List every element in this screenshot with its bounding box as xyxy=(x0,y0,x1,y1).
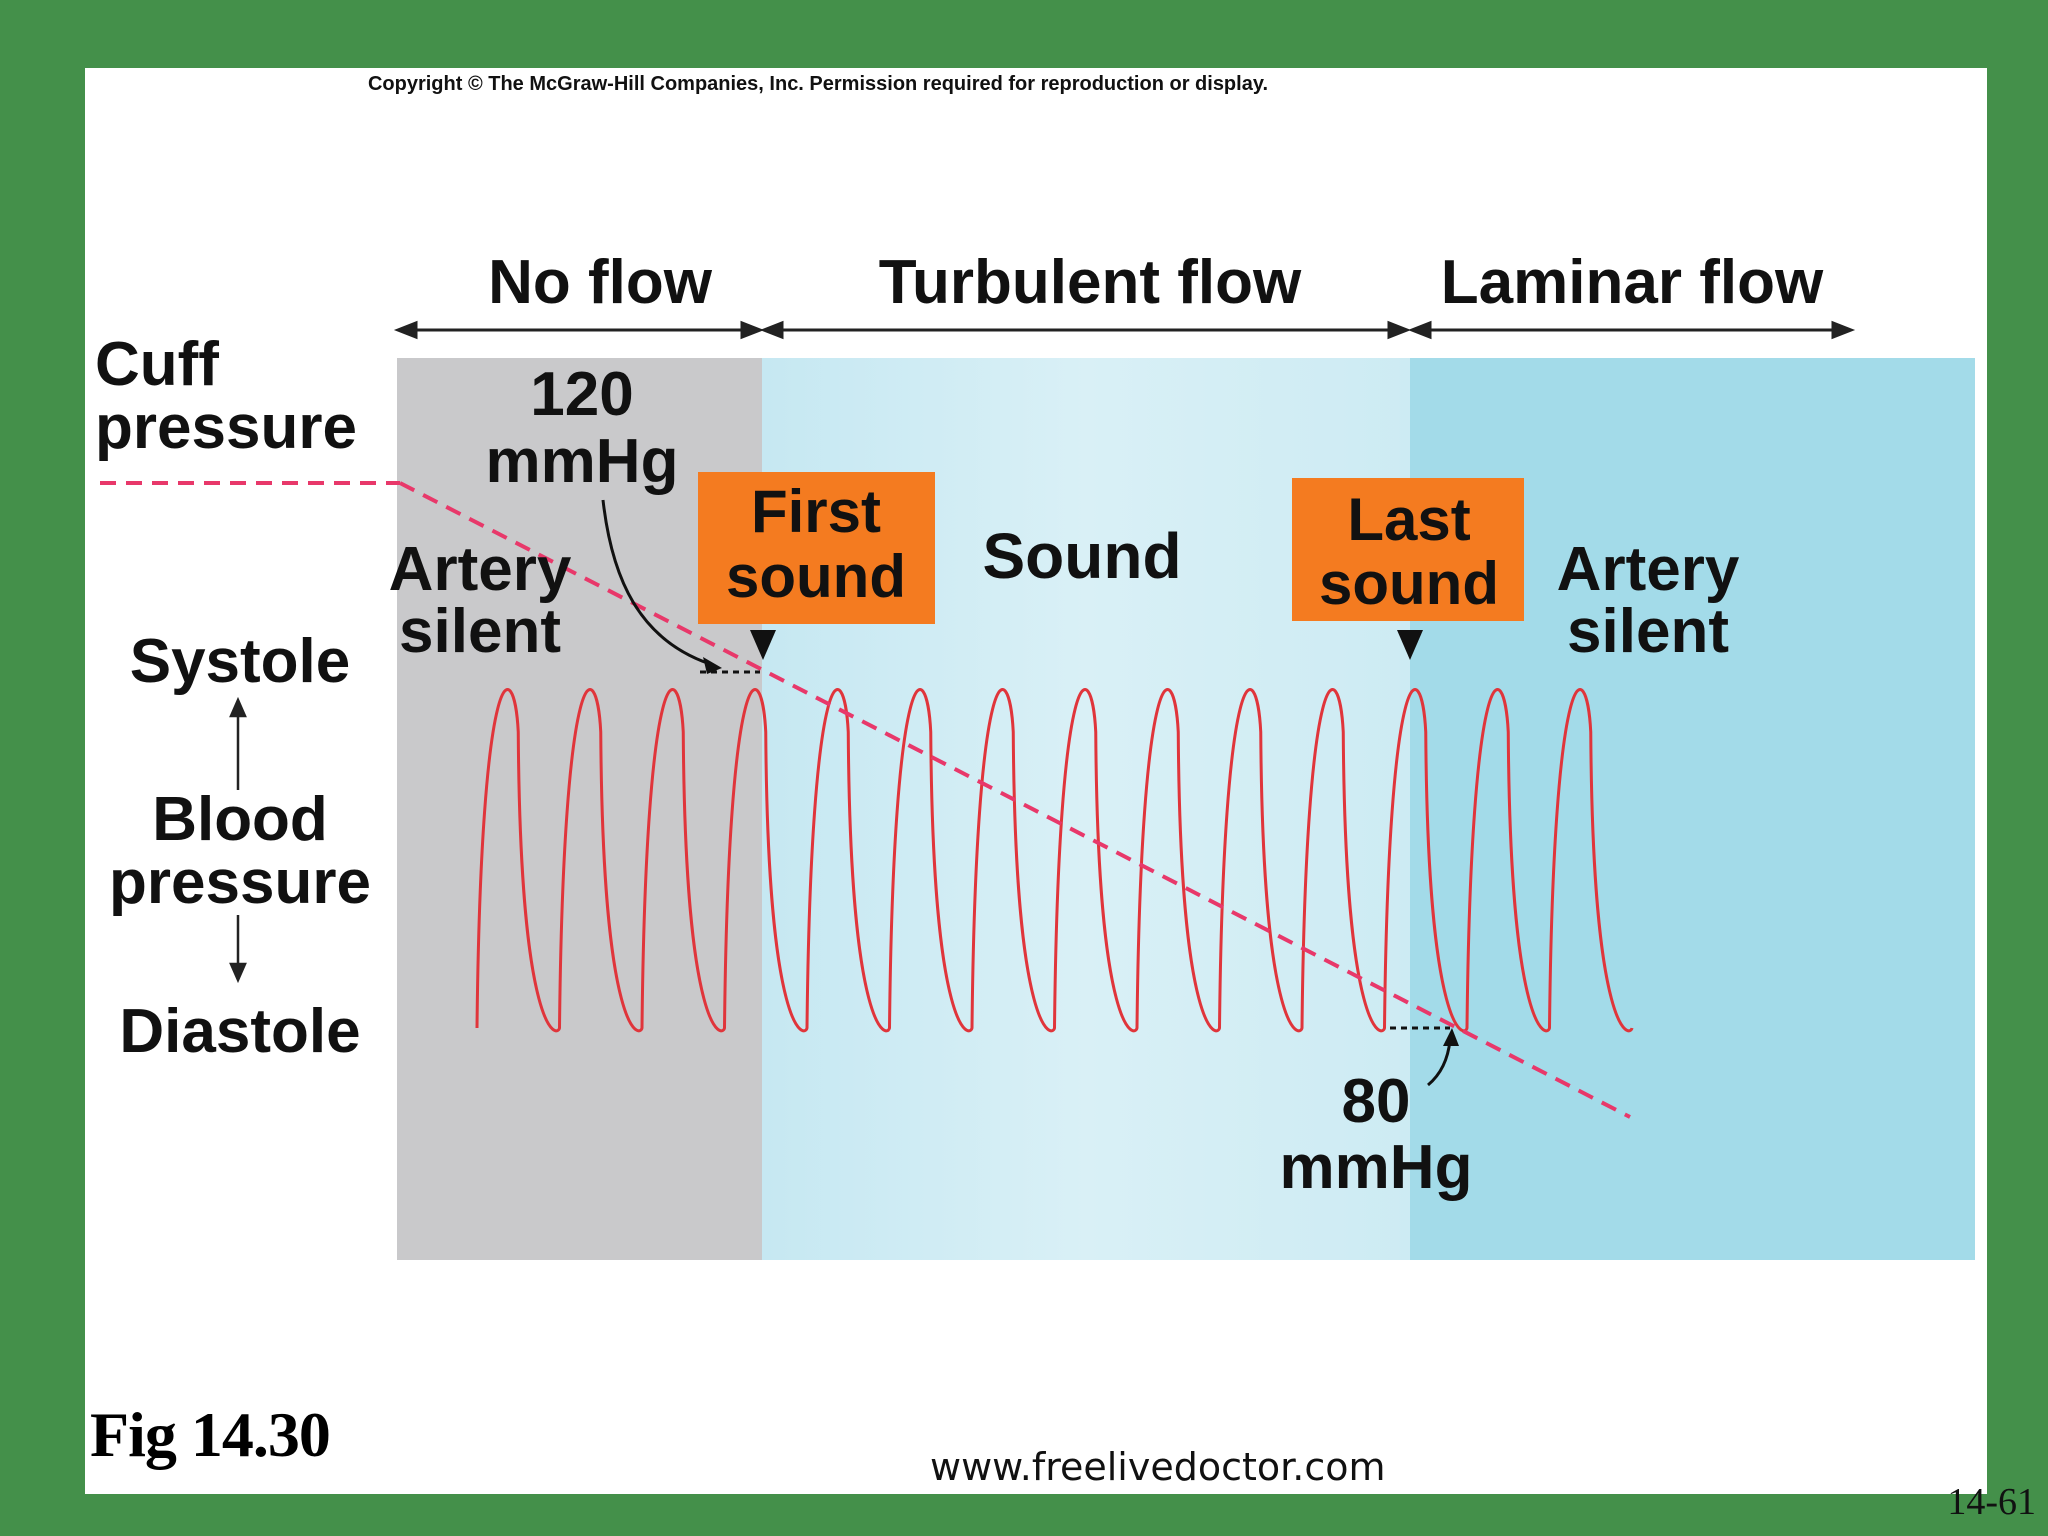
first-sound-callout xyxy=(698,472,935,624)
no-flow-label: No flow xyxy=(488,248,713,317)
systole-label: Systole xyxy=(130,627,351,696)
artery-silent-left-line1: Artery xyxy=(389,535,572,604)
first-sound-line1: First xyxy=(751,478,881,545)
artery-silent-right-line1: Artery xyxy=(1557,535,1740,604)
artery-silent-right-line2: silent xyxy=(1567,597,1729,666)
zone-span-arrows xyxy=(393,320,1856,340)
last-sound-marker xyxy=(1397,630,1423,660)
figure-label: Fig 14.30 xyxy=(90,1399,331,1470)
laminar-flow-label: Laminar flow xyxy=(1441,248,1824,317)
sound-label: Sound xyxy=(982,520,1181,592)
first-sound-line2: sound xyxy=(726,543,906,610)
systolic-pointer-arrow xyxy=(601,499,722,674)
copyright-notice: Copyright © The McGraw-Hill Companies, I… xyxy=(368,73,1268,95)
artery-silent-left-line2: silent xyxy=(399,597,561,666)
last-sound-line1: Last xyxy=(1347,486,1470,553)
last-sound-callout xyxy=(1292,478,1524,621)
intersection-dashes xyxy=(700,670,1450,1030)
blood-pressure-label-line1: Blood xyxy=(152,785,328,854)
cuff-pressure-line xyxy=(100,481,1631,1119)
blood-pressure-label-line2: pressure xyxy=(109,848,371,917)
diastolic-pointer-arrow xyxy=(1427,1028,1459,1087)
slide-number: 14-61 xyxy=(1947,1481,2036,1523)
diastolic-pressure-unit: mmHg xyxy=(1280,1133,1473,1202)
cuff-pressure-label-line2: pressure xyxy=(95,393,357,462)
website-link[interactable]: www.freelivedoctor.com xyxy=(930,1445,1386,1489)
pulse-wave xyxy=(475,688,1634,1033)
last-sound-line2: sound xyxy=(1319,550,1499,617)
systolic-pressure-unit: mmHg xyxy=(486,427,679,496)
diastolic-pressure-value: 80 xyxy=(1342,1067,1411,1136)
turbulent-flow-label: Turbulent flow xyxy=(879,248,1302,317)
first-sound-marker xyxy=(750,630,776,660)
cuff-pressure-label-line1: Cuff xyxy=(95,330,219,399)
diastole-label: Diastole xyxy=(119,997,360,1066)
systolic-pressure-value: 120 xyxy=(530,360,633,429)
blood-pressure-axis-arrows xyxy=(229,696,247,984)
